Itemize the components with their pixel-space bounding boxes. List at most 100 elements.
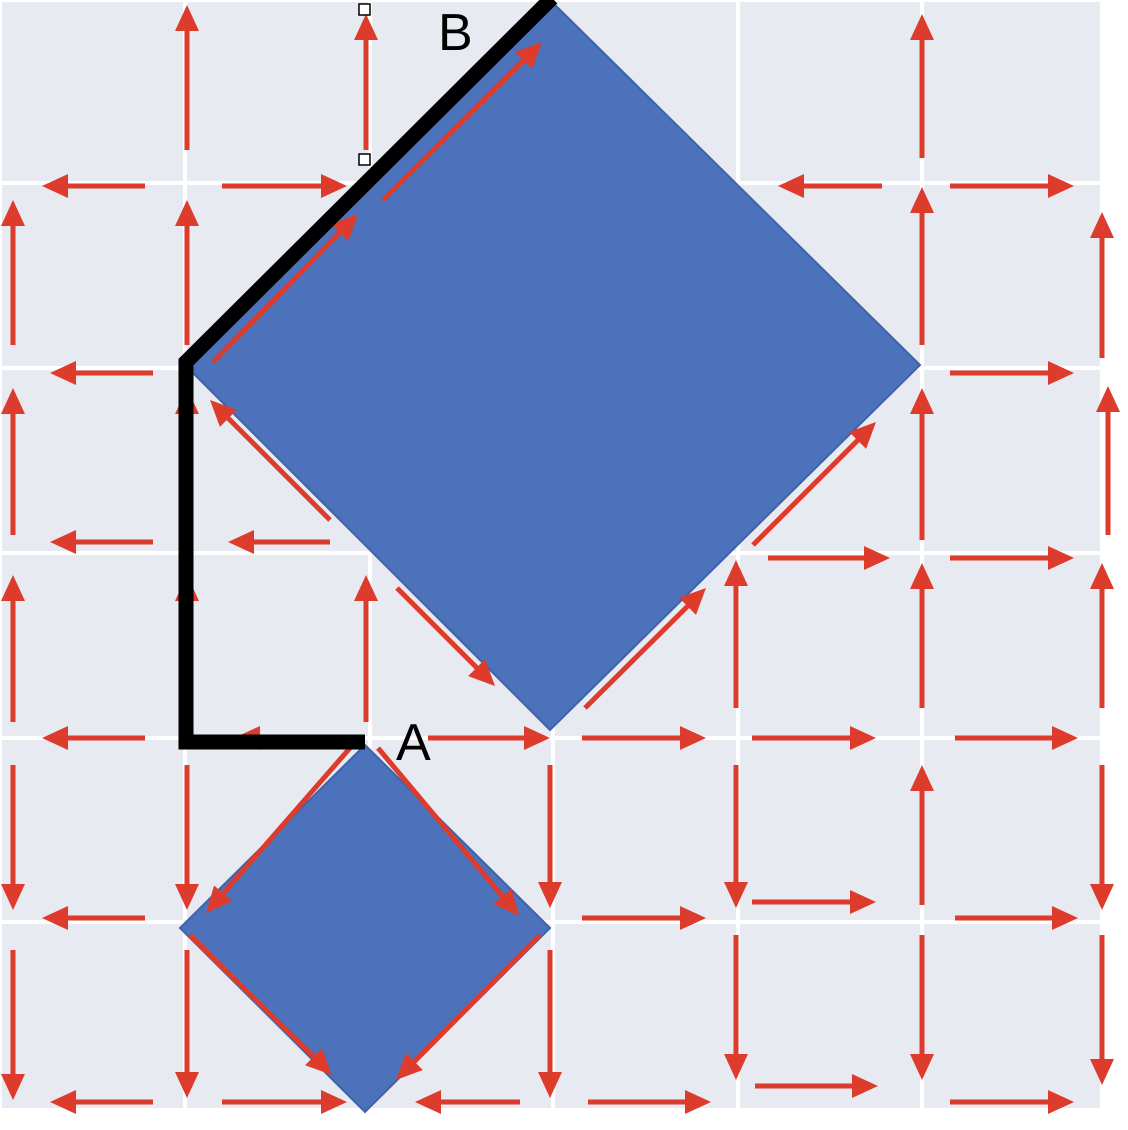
- arrow-head: [850, 726, 876, 750]
- arrow: [50, 530, 153, 554]
- arrow: [910, 14, 934, 158]
- arrow-head: [493, 888, 519, 916]
- grid-cell: [2, 185, 183, 366]
- arrow-head: [1048, 361, 1074, 385]
- arrow: [175, 5, 199, 150]
- label-b: B: [438, 4, 473, 62]
- arrow-head: [1090, 563, 1114, 589]
- arrow-head: [538, 1072, 562, 1098]
- arrow: [724, 935, 748, 1080]
- arrow-shaft: [211, 229, 343, 364]
- arrow: [210, 400, 332, 522]
- arrow-head: [1052, 726, 1078, 750]
- arrow-head: [724, 1054, 748, 1080]
- grid-cell: [2, 555, 183, 736]
- arrow-head: [228, 530, 254, 554]
- arrow-head: [910, 187, 934, 213]
- arrow: [381, 42, 542, 202]
- arrow: [910, 935, 934, 1080]
- arrow-head: [354, 575, 378, 601]
- arrow-head: [1, 884, 25, 910]
- arrow: [910, 388, 934, 540]
- arrow-shaft: [395, 586, 480, 671]
- arrow: [1, 200, 25, 345]
- arrow: [428, 726, 550, 750]
- grid-cell: [187, 555, 368, 736]
- arrow: [724, 560, 748, 708]
- arrow-shaft: [381, 57, 527, 202]
- arrow: [778, 174, 882, 198]
- arrow: [396, 933, 542, 1080]
- arrow-head: [42, 906, 68, 930]
- arrow: [588, 1090, 711, 1114]
- arrow: [582, 906, 706, 930]
- arrow-head: [1, 1074, 25, 1100]
- arrow-head: [175, 200, 199, 226]
- arrow-head: [415, 1090, 441, 1114]
- arrow-head: [321, 1090, 347, 1114]
- black-path: [178, 0, 558, 750]
- arrow: [175, 765, 199, 910]
- grid-cell: [924, 740, 1100, 920]
- selection-handle-middle[interactable]: [358, 153, 371, 166]
- arrow: [752, 890, 876, 914]
- arrow-head: [1, 575, 25, 601]
- arrow-head: [910, 14, 934, 40]
- arrow: [1, 388, 25, 535]
- grid-cell: [2, 370, 183, 551]
- arrow-head: [1048, 1090, 1074, 1114]
- arrow: [538, 950, 562, 1098]
- grid-cell: [2, 2, 183, 181]
- arrow: [42, 906, 145, 930]
- arrow-head: [175, 1072, 199, 1098]
- grid-cell: [740, 924, 920, 1108]
- arrow-head: [910, 765, 934, 791]
- arrow: [583, 588, 706, 710]
- arrow: [950, 546, 1074, 570]
- grid-cell: [740, 555, 920, 736]
- arrow: [42, 174, 145, 198]
- grid-cell: [740, 2, 920, 181]
- grid-cell: [924, 185, 1100, 366]
- arrow-head: [175, 5, 199, 31]
- arrow: [175, 950, 199, 1098]
- arrow-head: [175, 884, 199, 910]
- arrow: [415, 1090, 520, 1114]
- arrow-head: [50, 530, 76, 554]
- arrow-head: [515, 42, 542, 69]
- arrow-shaft: [411, 933, 542, 1065]
- grid-cell: [924, 555, 1100, 736]
- arrow-head: [50, 361, 76, 385]
- arrow: [910, 563, 934, 708]
- arrow: [724, 765, 748, 908]
- arrow-head: [42, 726, 68, 750]
- grid-cell: [924, 2, 1100, 181]
- arrow: [955, 726, 1078, 750]
- arrow: [50, 361, 153, 385]
- arrow: [910, 765, 934, 905]
- arrow-head: [910, 563, 934, 589]
- arrow-head: [1090, 212, 1114, 238]
- arrow: [188, 933, 332, 1075]
- arrow-head: [538, 882, 562, 908]
- arrow: [42, 726, 145, 750]
- arrow: [950, 361, 1074, 385]
- selection-handle-top[interactable]: [358, 3, 371, 16]
- arrow-head: [685, 1090, 711, 1114]
- arrow-head: [850, 890, 876, 914]
- grid-cell: [555, 740, 736, 920]
- arrow-head: [331, 214, 358, 241]
- label-a: A: [396, 714, 431, 772]
- arrow: [354, 575, 378, 722]
- arrow-head: [910, 1054, 934, 1080]
- arrow: [1090, 212, 1114, 358]
- grid-cell: [740, 740, 920, 920]
- arrow: [1090, 563, 1114, 708]
- arrow-shaft: [751, 437, 861, 547]
- arrow-head: [396, 1053, 423, 1080]
- arrow-head: [50, 1090, 76, 1114]
- arrow: [1, 765, 25, 910]
- arrow: [751, 422, 876, 547]
- arrow-head: [852, 1074, 878, 1098]
